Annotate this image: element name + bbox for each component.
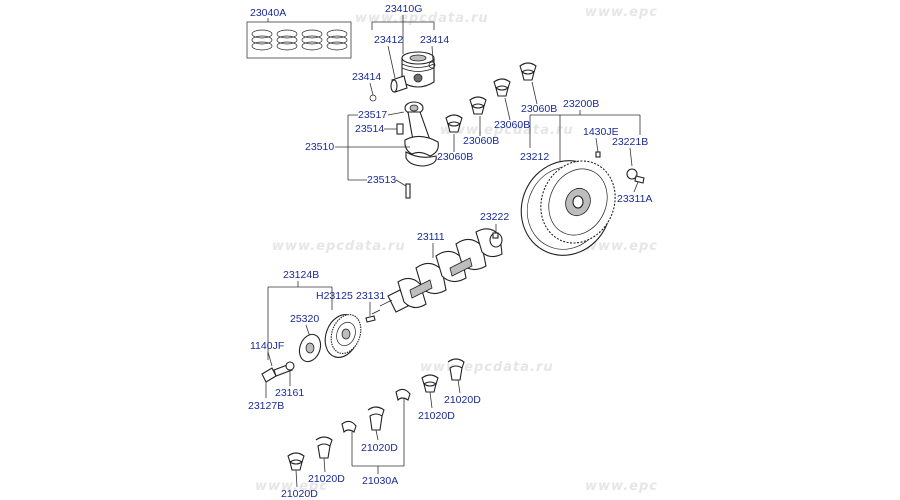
crank-key <box>365 315 376 323</box>
part-number-1430JE[interactable]: 1430JE <box>583 126 619 138</box>
part-number-23124B[interactable]: 23124B <box>283 269 319 281</box>
flywheel-bolt <box>626 168 645 184</box>
watermark: www.epc <box>585 479 658 494</box>
part-number-23510[interactable]: 23510 <box>305 141 334 153</box>
part-number-23410G[interactable]: 23410G <box>385 3 422 15</box>
part-number-23212[interactable]: 23212 <box>520 151 549 163</box>
part-number-23414[interactable]: 23414 <box>420 34 449 46</box>
flywheel-dowel-pin <box>595 151 601 158</box>
flywheel <box>520 160 616 256</box>
watermark: www.epcdata.ru <box>440 123 574 138</box>
part-number-25320[interactable]: 25320 <box>290 313 319 325</box>
part-number-23127B[interactable]: 23127B <box>248 400 284 412</box>
part-number-23200B[interactable]: 23200B <box>563 98 599 110</box>
watermark: www.epc <box>585 239 658 254</box>
piston-ring-set <box>246 21 352 59</box>
part-number-23131[interactable]: 23131 <box>356 290 385 302</box>
part-number-23311A[interactable]: 23311A <box>617 193 652 205</box>
part-number-23414[interactable]: 23414 <box>352 71 381 83</box>
connecting-rod <box>396 101 439 199</box>
main-bearing-shells <box>287 358 465 471</box>
crankshaft <box>371 228 503 315</box>
part-number-23514[interactable]: 23514 <box>355 123 384 135</box>
watermark: www.epcdata.ru <box>420 360 554 375</box>
part-number-23222[interactable]: 23222 <box>480 211 509 223</box>
washer <box>285 361 295 371</box>
piston-pin <box>390 75 408 93</box>
part-number-H23125[interactable]: H23125 <box>316 290 353 302</box>
part-number-21020D[interactable]: 21020D <box>308 473 345 485</box>
part-number-23517[interactable]: 23517 <box>358 109 387 121</box>
part-number-23060B[interactable]: 23060B <box>494 119 530 131</box>
part-number-23111[interactable]: 23111 <box>417 231 445 243</box>
piston <box>401 51 435 88</box>
crank-dowel-pin <box>492 232 499 239</box>
part-number-23412[interactable]: 23412 <box>374 34 403 46</box>
part-number-21030A[interactable]: 21030A <box>362 475 398 487</box>
watermark: www.epc <box>255 479 328 494</box>
part-number-23060B[interactable]: 23060B <box>463 135 499 147</box>
part-number-21020D[interactable]: 21020D <box>444 394 481 406</box>
watermark: www.epcdata.ru <box>272 239 406 254</box>
part-number-23221B[interactable]: 23221B <box>612 136 648 148</box>
part-number-23161[interactable]: 23161 <box>275 387 304 399</box>
timing-sprocket-hub <box>298 333 322 363</box>
conrod-bearing-shells <box>445 62 537 133</box>
part-number-21020D[interactable]: 21020D <box>418 410 455 422</box>
watermark: www.epc <box>585 5 658 20</box>
snap-ring <box>369 94 377 102</box>
part-number-21020D[interactable]: 21020D <box>281 488 318 500</box>
crankshaft-damper-pulley <box>324 314 362 358</box>
part-number-1140JF[interactable]: 1140JF <box>250 340 284 352</box>
snap-ring <box>428 61 436 69</box>
part-number-21020D[interactable]: 21020D <box>361 442 398 454</box>
part-number-23040A[interactable]: 23040A <box>250 7 286 19</box>
part-number-23060B[interactable]: 23060B <box>521 103 557 115</box>
part-number-23513[interactable]: 23513 <box>367 174 396 186</box>
part-number-23060B[interactable]: 23060B <box>437 151 473 163</box>
